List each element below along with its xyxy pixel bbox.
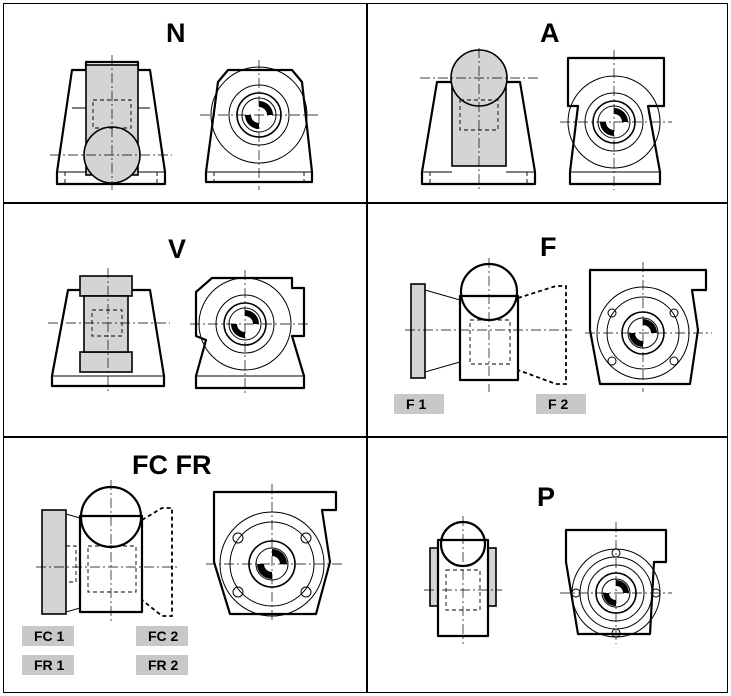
mounting-diagram-grid xyxy=(3,3,728,693)
tag-f2: F 2 xyxy=(536,394,586,414)
grid-divider-vertical xyxy=(366,4,368,692)
grid-divider-row1 xyxy=(4,202,727,204)
panel-p-title: P xyxy=(537,482,556,512)
tag-fr2: FR 2 xyxy=(136,655,188,675)
tag-f1: F 1 xyxy=(394,394,444,414)
tag-fr1: FR 1 xyxy=(22,655,74,675)
panel-a-title: A xyxy=(540,18,560,48)
panel-f-title: F xyxy=(540,232,557,262)
tag-fc1: FC 1 xyxy=(22,626,74,646)
grid-divider-row2 xyxy=(4,436,727,438)
tag-fc2: FC 2 xyxy=(136,626,188,646)
panel-n-title: N xyxy=(166,18,186,48)
panel-v-title: V xyxy=(168,234,187,264)
panel-fcfr-title: FC FR xyxy=(132,450,212,480)
